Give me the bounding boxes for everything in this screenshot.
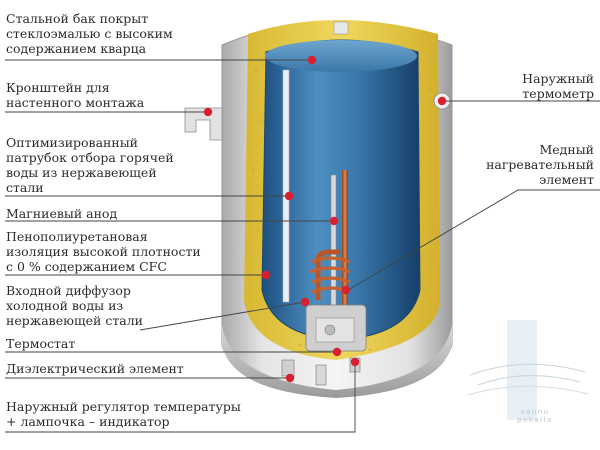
bottom-cap [222,325,452,398]
watermark-line-1: vannu [520,408,550,416]
label-heater: Медный нагревательный элемент [486,142,594,187]
outlet-pipe [282,69,290,303]
thermostat-block [305,304,367,352]
tank-top [265,40,417,72]
watermark: vannu pekalla [490,408,580,424]
label-bracket: Кронштейн для настенного монтажа [6,80,145,110]
label-tank: Стальной бак покрыт стеклоэмалью с высок… [6,11,173,56]
label-outlet: Оптимизированный патрубок отбора горячей… [6,135,174,195]
label-diffuser: Входной диффузор холодной воды из нержав… [6,283,143,328]
label-dielectric: Диэлектрический элемент [6,361,184,376]
wall-bracket [184,107,223,141]
copper-heating-element [309,170,351,310]
label-thermostat: Термостат [6,336,76,351]
label-anode: Магниевый анод [6,206,118,221]
leader-lines [5,59,600,433]
watermark-graphic [467,320,589,420]
label-regulator: Наружный регулятор температуры + лампочк… [6,399,241,429]
label-thermometer: Наружный термометр [522,71,594,101]
watermark-line-2: pekalla [517,416,553,424]
markers [203,55,447,383]
label-insulation: Пенополиуретановая изоляция высокой плот… [6,229,201,274]
